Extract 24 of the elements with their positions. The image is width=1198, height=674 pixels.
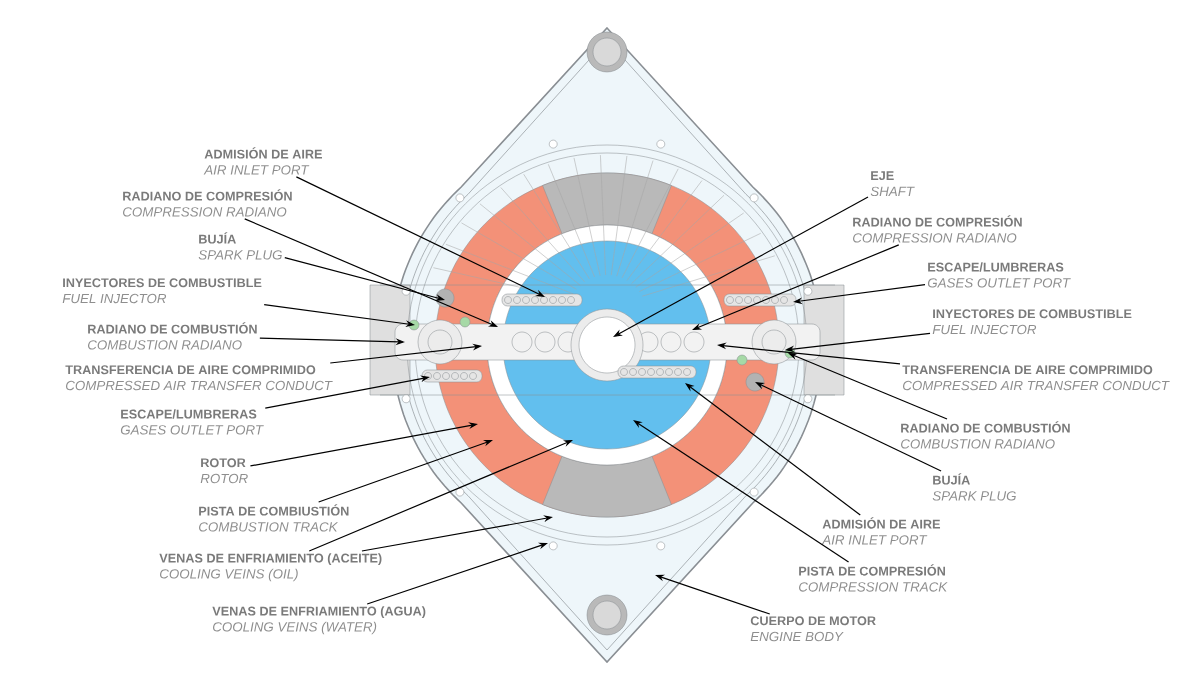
part-label: PISTA DE COMBIUSTIÓN COMBUSTION TRACK — [199, 504, 349, 532]
part-label: RADIANO DE COMBUSTIÓN COMBUSTION RADIANO — [88, 322, 257, 350]
part-label: RADIANO DE COMPRESIÓN COMPRESSION RADIANO — [123, 189, 292, 217]
part-label: INYECTORES DE COMBUSTIBLE FUEL INJECTOR — [62, 278, 262, 304]
leader-line — [633, 420, 850, 563]
part-label: TRANSFERENCIA DE AIRE COMPRIMIDO COMPRESSED AIR TRANSFER CONDUCT — [902, 365, 1170, 391]
part-label: PISTA DE COMPRESIÓN COMPRESSION TRACK — [799, 564, 948, 592]
part-label: VENAS DE ENFRIAMIENTO (AGUA) COOLING VEINS (WATER) — [212, 606, 426, 635]
part-label: BUJÍA SPARK PLUG — [932, 473, 1016, 501]
part-label: BUJÍA SPARK PLUG — [198, 232, 282, 260]
part-label: CUERPO DE MOTOR ENGINE BODY — [750, 616, 876, 642]
part-label: TRANSFERENCIA DE AIRE COMPRIMIDO COMPRESSED AIR TRANSFER CONDUCT — [65, 365, 333, 391]
part-label: ROTOR ROTOR — [200, 458, 248, 484]
part-label: VENAS DE ENFRIAMIENTO (ACEITE) COOLING VEINS (OIL) — [159, 553, 382, 582]
part-label: RADIANO DE COMBUSTIÓN COMBUSTION RADIANO — [901, 421, 1070, 449]
part-label: RADIANO DE COMPRESIÓN COMPRESSION RADIANO — [853, 215, 1022, 243]
leader-line — [613, 196, 869, 337]
part-label: ESCAPE/LUMBRERAS GASES OUTLET PORT — [120, 409, 264, 435]
part-label: ESCAPE/LUMBRERAS GASES OUTLET PORT — [927, 262, 1071, 288]
leader-line — [685, 383, 861, 516]
part-label: ADMISIÓN DE AIRE AIR INLET PORT — [821, 517, 940, 545]
part-label: ADMISIÓN DE AIRE AIR INLET PORT — [203, 147, 322, 175]
part-label: INYECTORES DE COMBUSTIBLE FUEL INJECTOR — [932, 309, 1132, 335]
part-label: EJE SHAFT — [870, 171, 915, 197]
